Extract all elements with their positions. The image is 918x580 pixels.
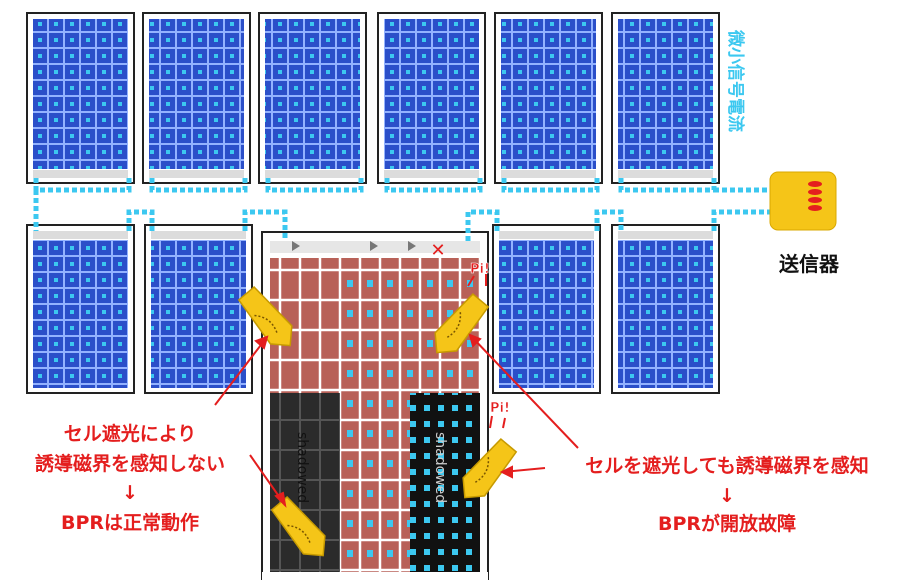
right-annotation-result: BPRが開放故障 — [657, 513, 797, 535]
weak-signal-current-label: 微小信号電流 — [725, 29, 746, 132]
shadowed-label-left: shadowed — [294, 432, 310, 503]
panel-top-4 — [377, 12, 486, 184]
signal-lines — [33, 178, 775, 241]
bypass-diode-arrows — [292, 241, 416, 251]
pi-sound-top: Pi! — [470, 262, 490, 277]
pi-sound-bottom: Pi! — [490, 401, 510, 416]
left-annotation-result: BPRは正常動作 — [60, 512, 200, 534]
transmitter-label: 送信器 — [779, 252, 839, 276]
left-annotation-arrow: ↓ — [122, 482, 138, 504]
panel-shaded-center — [261, 231, 489, 580]
panel-bottom-5 — [492, 224, 601, 394]
panel-bottom-2 — [144, 224, 253, 394]
panel-top-3 — [258, 12, 367, 184]
panel-top-2 — [142, 12, 251, 184]
annotation-arrows — [214, 274, 579, 508]
transmitter — [769, 171, 837, 231]
panel-bottom-1 — [26, 224, 135, 394]
fault-mark: ✕ — [430, 240, 445, 261]
left-annotation-line2: 誘導磁界を感知しない — [34, 453, 226, 475]
left-annotation-line1: セル遮光により — [63, 423, 197, 445]
shadowed-label-right: shadowed — [432, 432, 448, 503]
right-annotation-arrow: ↓ — [719, 485, 735, 507]
panel-top-1 — [26, 12, 135, 184]
panel-bottom-6 — [611, 224, 720, 394]
panel-top-5 — [494, 12, 603, 184]
right-annotation-line1: セルを遮光しても誘導磁界を感知 — [585, 455, 869, 477]
panel-top-6 — [611, 12, 720, 184]
